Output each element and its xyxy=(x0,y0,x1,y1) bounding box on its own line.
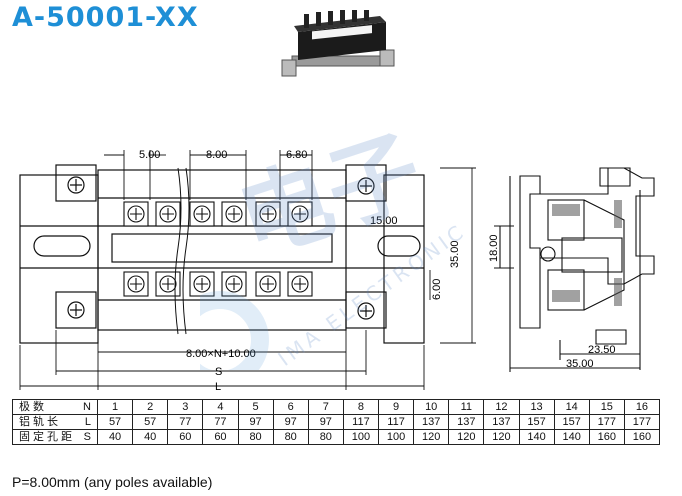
side-view xyxy=(494,167,655,372)
table-cell: 77 xyxy=(167,414,204,430)
table-cell: 11 xyxy=(448,399,485,415)
table-cell: 14 xyxy=(553,399,590,415)
table-cell: 157 xyxy=(518,414,555,430)
table-cell: 15 xyxy=(588,399,625,415)
table-cell: 137 xyxy=(448,414,485,430)
table-cell: 40 xyxy=(132,429,169,445)
table-cell: 140 xyxy=(518,429,555,445)
table-cell: 16 xyxy=(623,399,661,415)
left-top-bracket xyxy=(55,164,97,202)
table-cell: 117 xyxy=(342,414,380,430)
table-cell: 177 xyxy=(588,414,625,430)
table-cell: 97 xyxy=(272,414,309,430)
table-cell: 60 xyxy=(167,429,204,445)
table-cell: 57 xyxy=(132,414,169,430)
note-pitch: P=8.00mm (any poles available) xyxy=(12,474,213,490)
table-cell: 8 xyxy=(342,399,380,415)
table-cell: 80 xyxy=(272,429,309,445)
table-cell: 40 xyxy=(96,429,134,445)
dim-height-outer: 35.00 xyxy=(449,240,461,268)
table-cell: 160 xyxy=(588,429,625,445)
dim-gap-top: 6.80 xyxy=(286,149,307,161)
left-rail-end xyxy=(19,174,99,344)
table-cell: 140 xyxy=(553,429,590,445)
terminal-screws-bottom xyxy=(123,271,313,297)
table-cell: 97 xyxy=(237,414,274,430)
table-cell: 5 xyxy=(237,399,274,415)
table-cell: 2 xyxy=(132,399,169,415)
table-cell: 1 xyxy=(96,399,134,415)
table-cell: 7 xyxy=(307,399,344,415)
table-cell: 80 xyxy=(237,429,274,445)
table-cell: 60 xyxy=(202,429,239,445)
table-cell: 77 xyxy=(202,414,239,430)
table-cell: 160 xyxy=(623,429,661,445)
table-cell: 120 xyxy=(483,429,520,445)
table-cell: 100 xyxy=(377,429,415,445)
dim-l: L xyxy=(215,381,221,393)
table-cell: 13 xyxy=(518,399,555,415)
table-cell: 10 xyxy=(413,399,450,415)
product-code-title: A-50001-XX xyxy=(12,2,199,33)
table-cell: 100 xyxy=(342,429,380,445)
table-cell: 80 xyxy=(307,429,344,445)
terminal-screws-top xyxy=(123,201,313,227)
table-cell: 137 xyxy=(413,414,450,430)
table-cell: 137 xyxy=(483,414,520,430)
dim-side-outer: 35.00 xyxy=(566,358,594,370)
table-cell: 97 xyxy=(307,414,344,430)
table-cell: 120 xyxy=(413,429,450,445)
dim-formula: 8.00×N+10.00 xyxy=(186,348,256,360)
dim-offset: 6.00 xyxy=(431,279,443,300)
dim-height-inner: 18.00 xyxy=(488,234,500,262)
table-cell: 157 xyxy=(553,414,590,430)
table-cell: 120 xyxy=(448,429,485,445)
table-cell: 6 xyxy=(272,399,309,415)
table-cell: 4 xyxy=(202,399,239,415)
table-cell: 12 xyxy=(483,399,520,415)
table-cell: 9 xyxy=(377,399,415,415)
dim-side-inner: 23.50 xyxy=(588,344,616,356)
dim-spacing-top: 8.00 xyxy=(206,149,227,161)
technical-drawing: 5.00 8.00 6.80 15.00 8.00×N+10.00 S L 35… xyxy=(19,149,655,393)
table-cell: 57 xyxy=(96,414,134,430)
table-cell: 177 xyxy=(623,414,661,430)
table-cell: 3 xyxy=(167,399,204,415)
dim-inner-width: 15.00 xyxy=(370,215,398,227)
dim-s: S xyxy=(215,366,222,378)
table-cell: 117 xyxy=(377,414,415,430)
product-photo xyxy=(281,10,395,77)
dim-pitch-top: 5.00 xyxy=(139,149,160,161)
